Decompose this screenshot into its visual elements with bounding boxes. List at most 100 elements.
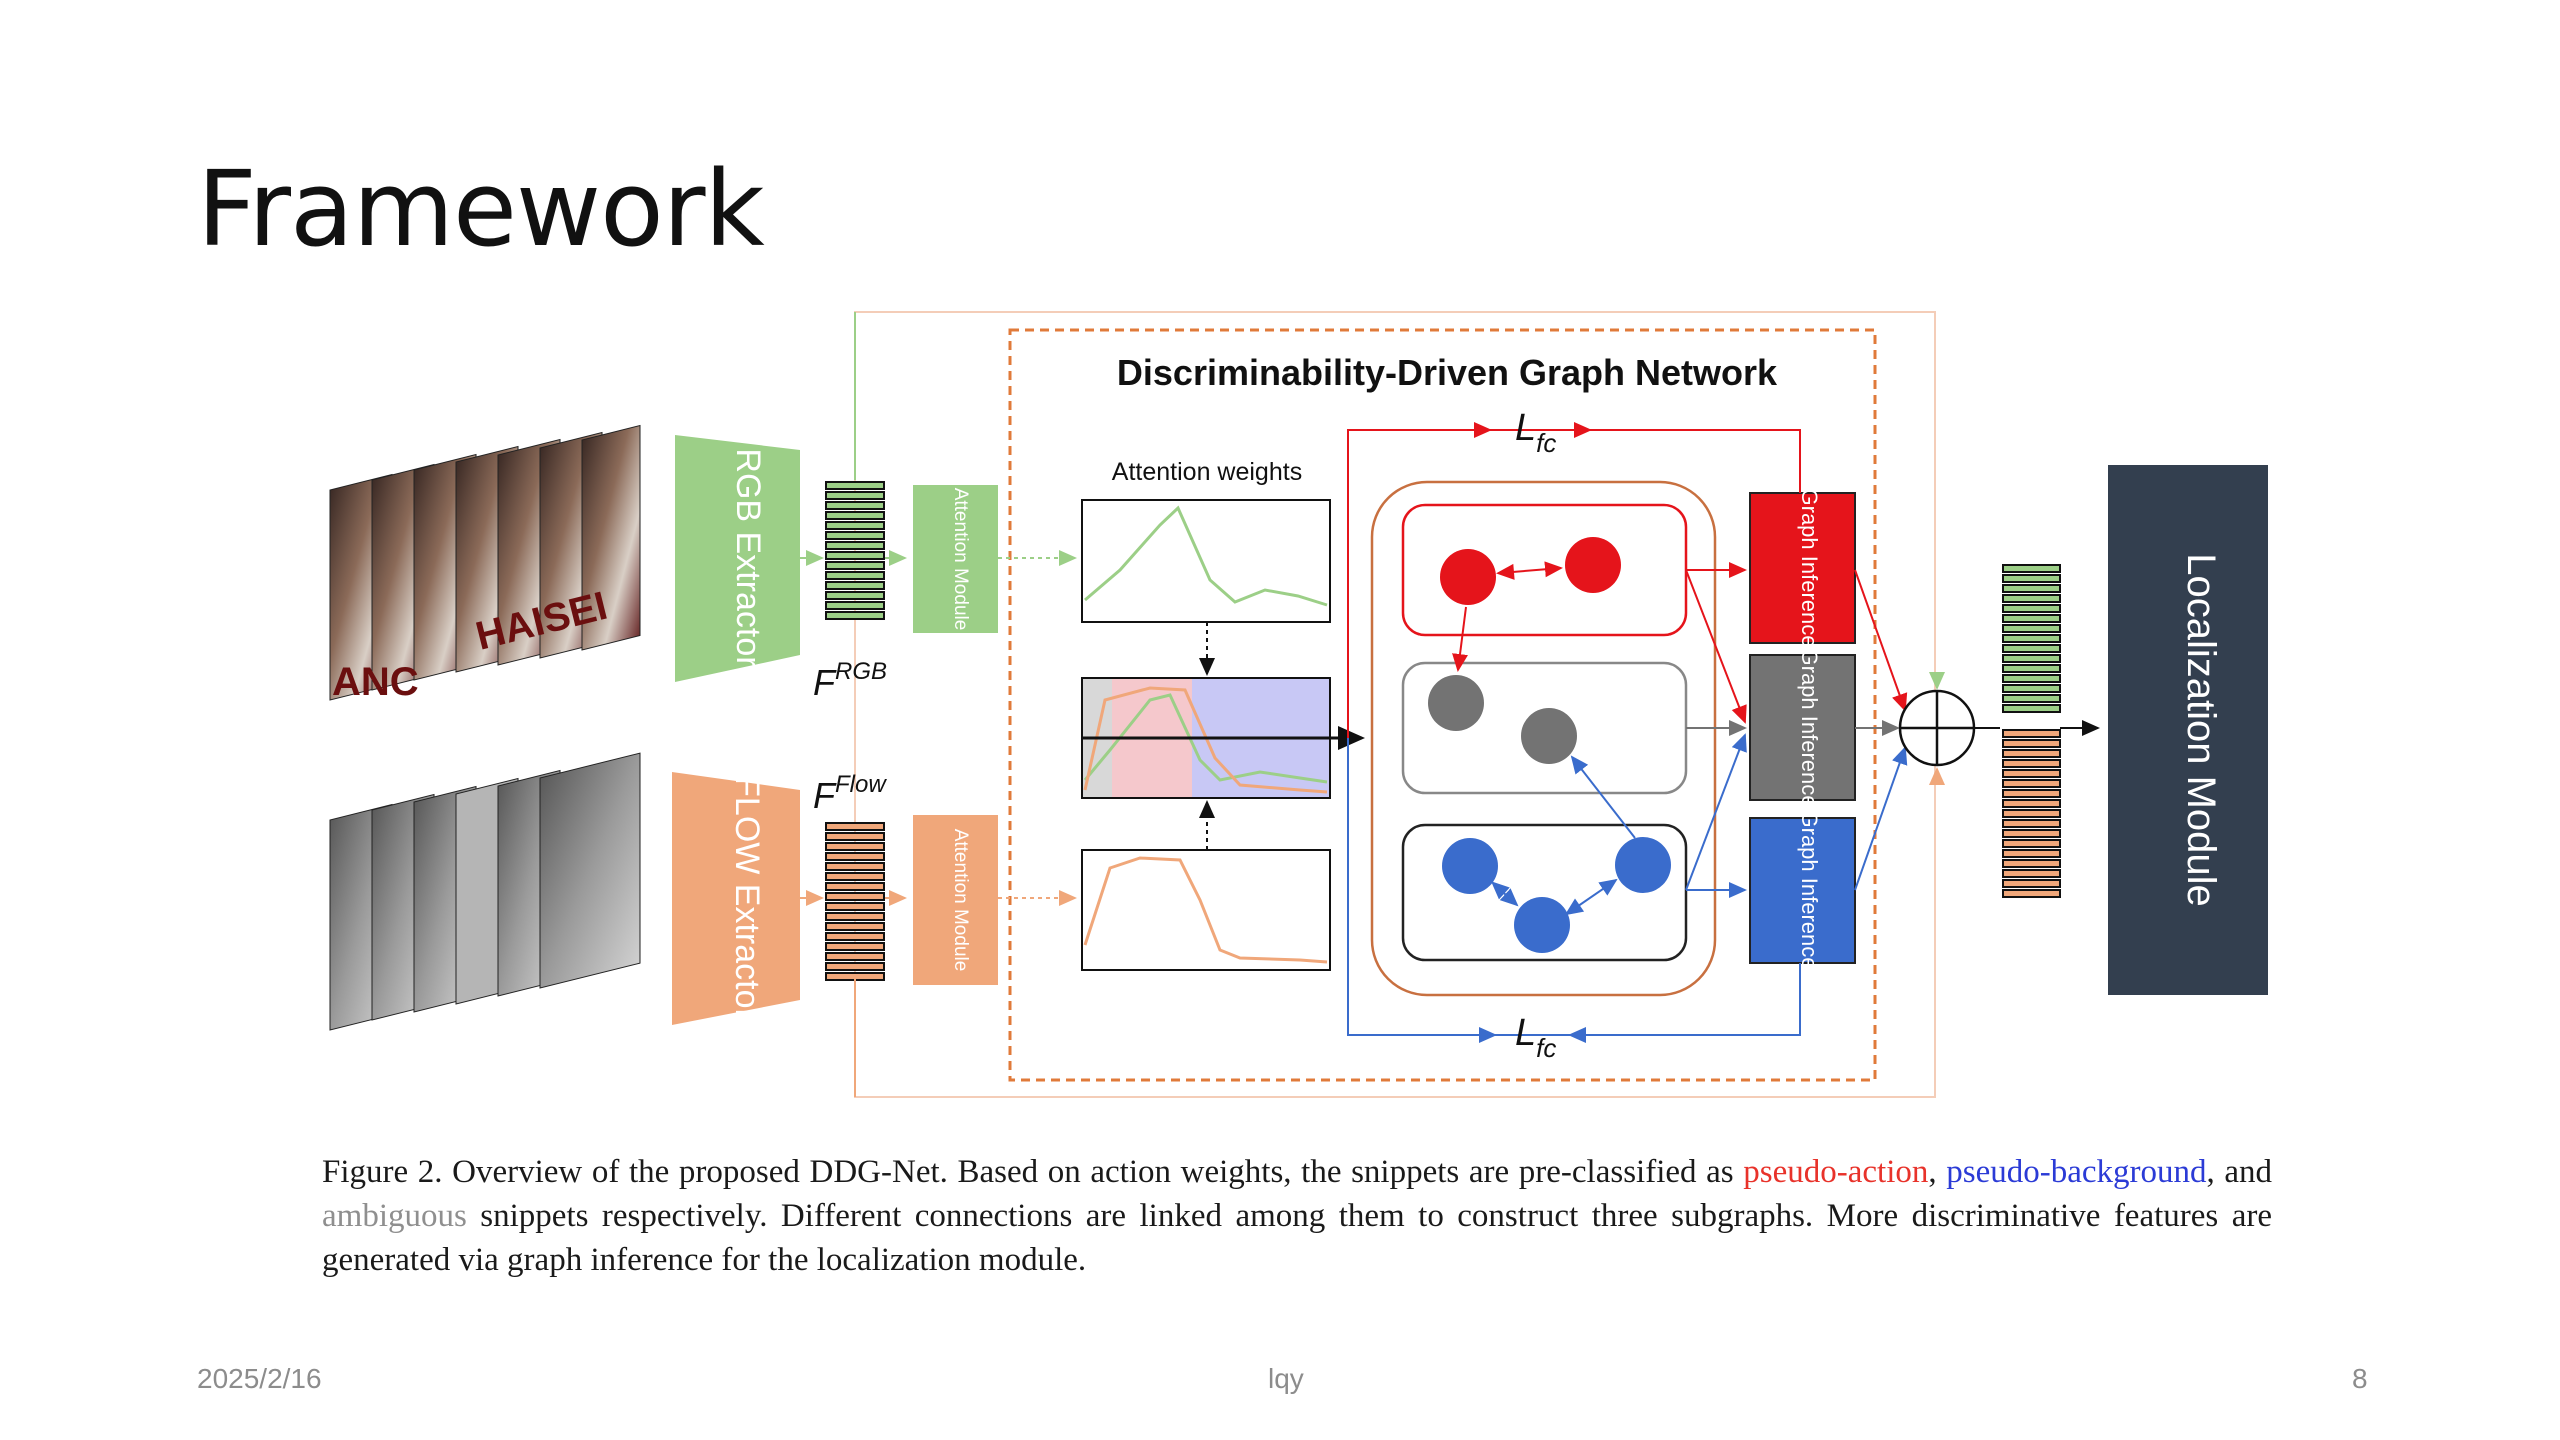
figure-caption: Figure 2. Overview of the proposed DDG-N… bbox=[322, 1150, 2272, 1282]
feature-bar bbox=[825, 511, 885, 520]
feature-bar bbox=[825, 531, 885, 540]
feature-bar bbox=[2002, 859, 2061, 868]
feature-bar bbox=[825, 481, 885, 490]
background-node-3 bbox=[1615, 837, 1671, 893]
rgb-weights-curve bbox=[1084, 505, 1328, 607]
feature-bar bbox=[825, 872, 885, 881]
attention-weights-label: Attention weights bbox=[1112, 458, 1302, 486]
feature-bar bbox=[2002, 779, 2061, 788]
feature-bar bbox=[825, 521, 885, 530]
feature-bar bbox=[2002, 624, 2061, 633]
feature-bar bbox=[825, 862, 885, 871]
feature-bar bbox=[2002, 839, 2061, 848]
rgb-attention-label: Attention Module bbox=[950, 488, 971, 631]
feature-bar bbox=[825, 842, 885, 851]
rgb-weights-plot bbox=[1081, 499, 1331, 623]
feature-bar bbox=[2002, 739, 2061, 748]
output-rgb-feature-stack bbox=[2002, 564, 2061, 713]
caption-ambiguous: ambiguous bbox=[322, 1198, 467, 1234]
f-rgb-label: FRGB bbox=[813, 658, 887, 703]
feature-bar bbox=[825, 952, 885, 961]
rgb-frame-stack: ANC HAISEI bbox=[329, 424, 641, 704]
feature-bar bbox=[2002, 769, 2061, 778]
flow-feature-stack bbox=[825, 822, 885, 981]
feature-bar bbox=[825, 601, 885, 610]
caption-text-1: Figure 2. Overview of the proposed DDG-N… bbox=[322, 1154, 1744, 1190]
feature-bar bbox=[2002, 594, 2061, 603]
feature-bar bbox=[825, 501, 885, 510]
feature-bar bbox=[2002, 799, 2061, 808]
graph-inference-ambiguous-label: Graph Inference bbox=[1797, 649, 1822, 808]
feature-bar bbox=[825, 902, 885, 911]
ambiguous-node-1 bbox=[1428, 675, 1484, 731]
feature-bar bbox=[825, 491, 885, 500]
rgb-frame-text: ANC bbox=[332, 660, 419, 704]
feature-bar bbox=[825, 882, 885, 891]
feature-bar bbox=[2002, 749, 2061, 758]
feature-bar bbox=[2002, 664, 2061, 673]
caption-pseudo-background: pseudo-background bbox=[1946, 1154, 2207, 1190]
output-flow-feature-stack bbox=[2002, 729, 2061, 898]
feature-bar bbox=[825, 962, 885, 971]
feature-bar bbox=[825, 932, 885, 941]
feature-bar bbox=[2002, 634, 2061, 643]
feature-bar bbox=[2002, 829, 2061, 838]
f-flow-label: FFlow bbox=[813, 771, 887, 816]
caption-text-2: , bbox=[1928, 1154, 1947, 1190]
localization-module bbox=[2108, 465, 2268, 995]
caption-pseudo-action: pseudo-action bbox=[1743, 1154, 1929, 1190]
feature-bar bbox=[825, 912, 885, 921]
caption-text-4: snippets respectively. Different connect… bbox=[322, 1198, 2272, 1278]
feature-bar bbox=[2002, 674, 2061, 683]
flow-frame-stack bbox=[329, 752, 641, 1031]
feature-bar bbox=[2002, 809, 2061, 818]
feature-bar bbox=[2002, 574, 2061, 583]
localization-module-label: Localization Module bbox=[2179, 553, 2223, 907]
feature-bar bbox=[825, 581, 885, 590]
lfc-bottom-label: Lfc bbox=[1515, 1012, 1556, 1063]
caption-text-3: , and bbox=[2206, 1154, 2273, 1190]
feature-bar bbox=[825, 591, 885, 600]
feature-bar bbox=[2002, 584, 2061, 593]
flow-weights-curve bbox=[1083, 856, 1328, 964]
flow-attention-module bbox=[913, 815, 998, 985]
feature-bar bbox=[825, 611, 885, 620]
feature-bar bbox=[2002, 614, 2061, 623]
feature-bar bbox=[825, 551, 885, 560]
feature-bar bbox=[2002, 789, 2061, 798]
lfc-top-label: Lfc bbox=[1515, 407, 1556, 458]
feature-bar bbox=[2002, 819, 2061, 828]
feature-bar bbox=[825, 571, 885, 580]
graph-inference-background bbox=[1749, 817, 1856, 964]
action-node-1 bbox=[1440, 549, 1496, 605]
feature-bar bbox=[2002, 604, 2061, 613]
feature-bar bbox=[2002, 889, 2061, 898]
feature-bar bbox=[825, 922, 885, 931]
subgraph-container bbox=[1370, 480, 1717, 997]
feature-bar bbox=[825, 822, 885, 831]
feature-bar bbox=[2002, 849, 2061, 858]
feature-bar bbox=[825, 561, 885, 570]
rgb-extractor-shape bbox=[675, 435, 800, 682]
footer-date: 2025/2/16 bbox=[197, 1363, 322, 1394]
footer-author: lqy bbox=[1268, 1363, 1304, 1394]
footer-page-number: 8 bbox=[2352, 1363, 2368, 1394]
slide-title: Framework bbox=[197, 148, 765, 270]
flow-attention-label: Attention Module bbox=[950, 829, 971, 972]
feature-bar bbox=[2002, 564, 2061, 573]
feature-bar bbox=[2002, 704, 2061, 713]
ambiguous-node-2 bbox=[1521, 708, 1577, 764]
background-node-1 bbox=[1442, 838, 1498, 894]
rgb-extractor-label: RGB Extractor bbox=[729, 448, 767, 667]
feature-bar bbox=[2002, 644, 2061, 653]
feature-bar bbox=[2002, 869, 2061, 878]
flow-extractor-label: FLOW Extractor bbox=[728, 776, 766, 1020]
feature-bar bbox=[2002, 694, 2061, 703]
fused-green-curve bbox=[1083, 693, 1328, 784]
feature-bar bbox=[2002, 684, 2061, 693]
rgb-attention-module bbox=[913, 485, 998, 633]
flow-extractor-shape bbox=[672, 772, 800, 1025]
background-node-2 bbox=[1514, 897, 1570, 953]
rgb-feature-stack bbox=[825, 481, 885, 620]
